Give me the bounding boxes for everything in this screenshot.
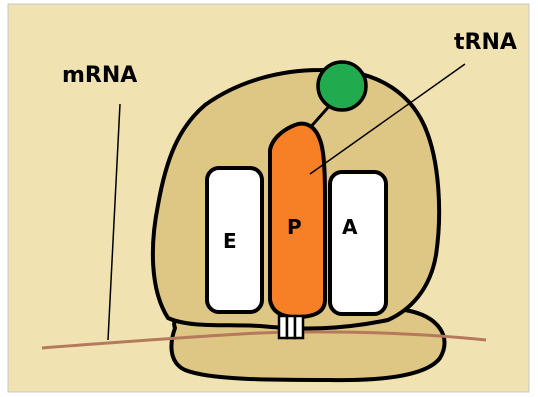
trna-label: tRNA [454, 30, 517, 55]
site-a-box [330, 172, 386, 314]
amino-acid [318, 62, 366, 110]
mrna-label: mRNA [62, 63, 137, 88]
anticodon-leg-3 [295, 316, 303, 338]
site-a-label: A [342, 215, 358, 239]
site-p-label: P [287, 215, 302, 239]
site-e-label: E [223, 229, 237, 253]
